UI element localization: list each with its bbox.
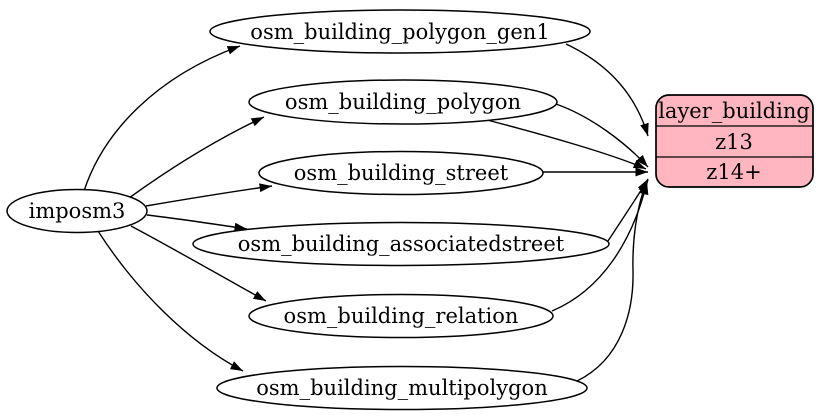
node-osm-building-polygon-shape — [248, 79, 558, 125]
edge-osm-building-polygon-gen1-to-z13 — [565, 43, 649, 137]
node-osm-building-polygon-gen1-shape — [209, 9, 591, 54]
layer-building-row-z13: z13 — [715, 130, 753, 154]
edge-osm-building-multipolygon-to-z14 — [576, 179, 649, 382]
layer-building-row-z14plus: z14+ — [706, 160, 761, 184]
node-imposm3-shape — [6, 188, 148, 234]
edge-imposm3-to-osm-building-relation — [130, 225, 267, 302]
node-osm-building-relation-shape — [248, 293, 554, 339]
node-osm-building-polygon-label: osm_building_polygon — [285, 90, 521, 114]
node-osm-building-multipolygon-label: osm_building_multipolygon — [256, 376, 547, 400]
edge-osm-building-polygon-to-z14 — [555, 103, 649, 168]
node-imposm3-label: imposm3 — [29, 199, 126, 223]
edge-imposm3-to-osm-building-polygon — [128, 116, 265, 199]
node-osm-building-relation: osm_building_relation — [248, 293, 554, 339]
node-osm-building-polygon: osm_building_polygon — [248, 79, 558, 125]
edge-imposm3-to-osm-building-polygon-gen1 — [83, 45, 241, 192]
node-osm-building-associatedstreet-label: osm_building_associatedstreet — [238, 232, 565, 256]
node-imposm3: imposm3 — [6, 188, 148, 234]
node-osm-building-polygon-gen1-label: osm_building_polygon_gen1 — [250, 20, 549, 44]
node-osm-building-polygon-gen1: osm_building_polygon_gen1 — [209, 9, 591, 54]
layer-building-title: layer_building — [658, 99, 810, 123]
edge-imposm3-to-osm-building-associatedstreet — [146, 214, 248, 232]
node-osm-building-associatedstreet-shape — [192, 221, 610, 267]
node-osm-building-multipolygon: osm_building_multipolygon — [216, 365, 588, 411]
node-osm-building-relation-label: osm_building_relation — [284, 304, 519, 328]
edge-osm-building-relation-to-z14 — [551, 181, 649, 312]
node-layer-building-box — [655, 94, 814, 188]
node-osm-building-street-shape — [258, 150, 544, 196]
node-osm-building-associatedstreet: osm_building_associatedstreet — [192, 221, 610, 267]
node-osm-building-street-label: osm_building_street — [294, 161, 509, 185]
edge-imposm3-to-osm-building-multipolygon — [97, 230, 244, 372]
edge-osm-building-polygon-to-z14-spline2 — [486, 119, 647, 170]
node-layer-building: layer_building z13 z14+ — [655, 94, 814, 188]
node-osm-building-multipolygon-shape — [216, 365, 588, 411]
edge-imposm3-to-osm-building-street — [145, 183, 273, 207]
edge-osm-building-associatedstreet-to-z14 — [607, 178, 649, 242]
node-osm-building-street: osm_building_street — [258, 150, 544, 196]
